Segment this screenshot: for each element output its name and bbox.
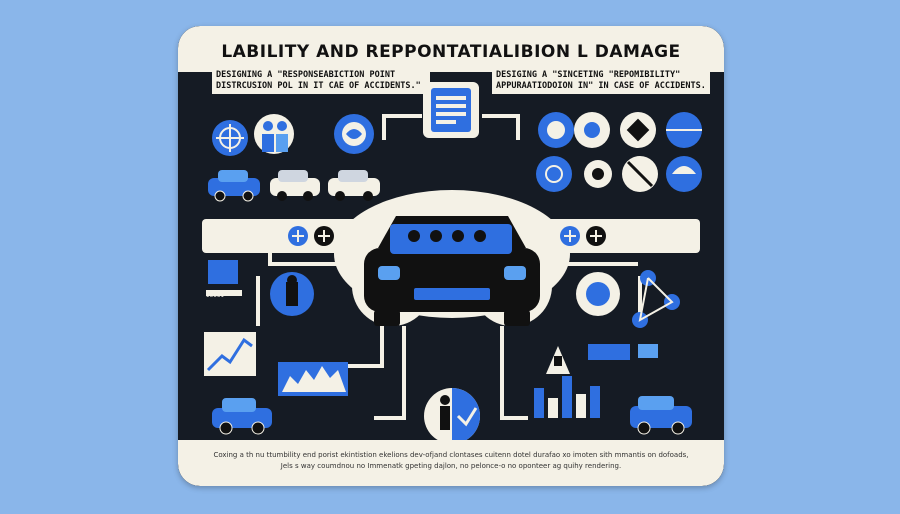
checkmark-person-icon [424, 388, 480, 444]
title-bar [178, 26, 724, 72]
subtitle-left: DESIGNING A "RESPONSEABICTION POINT DIST… [212, 68, 430, 94]
right-icon-grid [536, 112, 702, 192]
chart-label: ISOOI [206, 292, 225, 299]
subtitle-right: DESIGING A "SINCETING "REPOMIBILITY" APP… [492, 68, 710, 94]
infographic-board: LABILITY AND REPPONTATIALIBION L DAMAGE … [178, 26, 724, 486]
right-chart-block [534, 270, 680, 418]
plus-buttons [288, 226, 606, 246]
left-chart-block [204, 260, 348, 396]
central-car-icon [364, 216, 540, 326]
clipboard-icon [423, 82, 479, 138]
car-row-left [208, 170, 380, 202]
crosshair-icon [212, 120, 248, 156]
bottom-car-left-icon [212, 398, 272, 435]
brain-icon [334, 114, 374, 154]
page-title: LABILITY AND REPPONTATIALIBION L DAMAGE [221, 42, 681, 62]
bottom-car-right-icon [630, 396, 692, 435]
people-care-icon [254, 114, 294, 154]
footer-text: Coxing a th nu ttumbility end porist eki… [213, 451, 689, 470]
footer-panel [178, 440, 724, 486]
diagram-graphics [204, 82, 702, 444]
